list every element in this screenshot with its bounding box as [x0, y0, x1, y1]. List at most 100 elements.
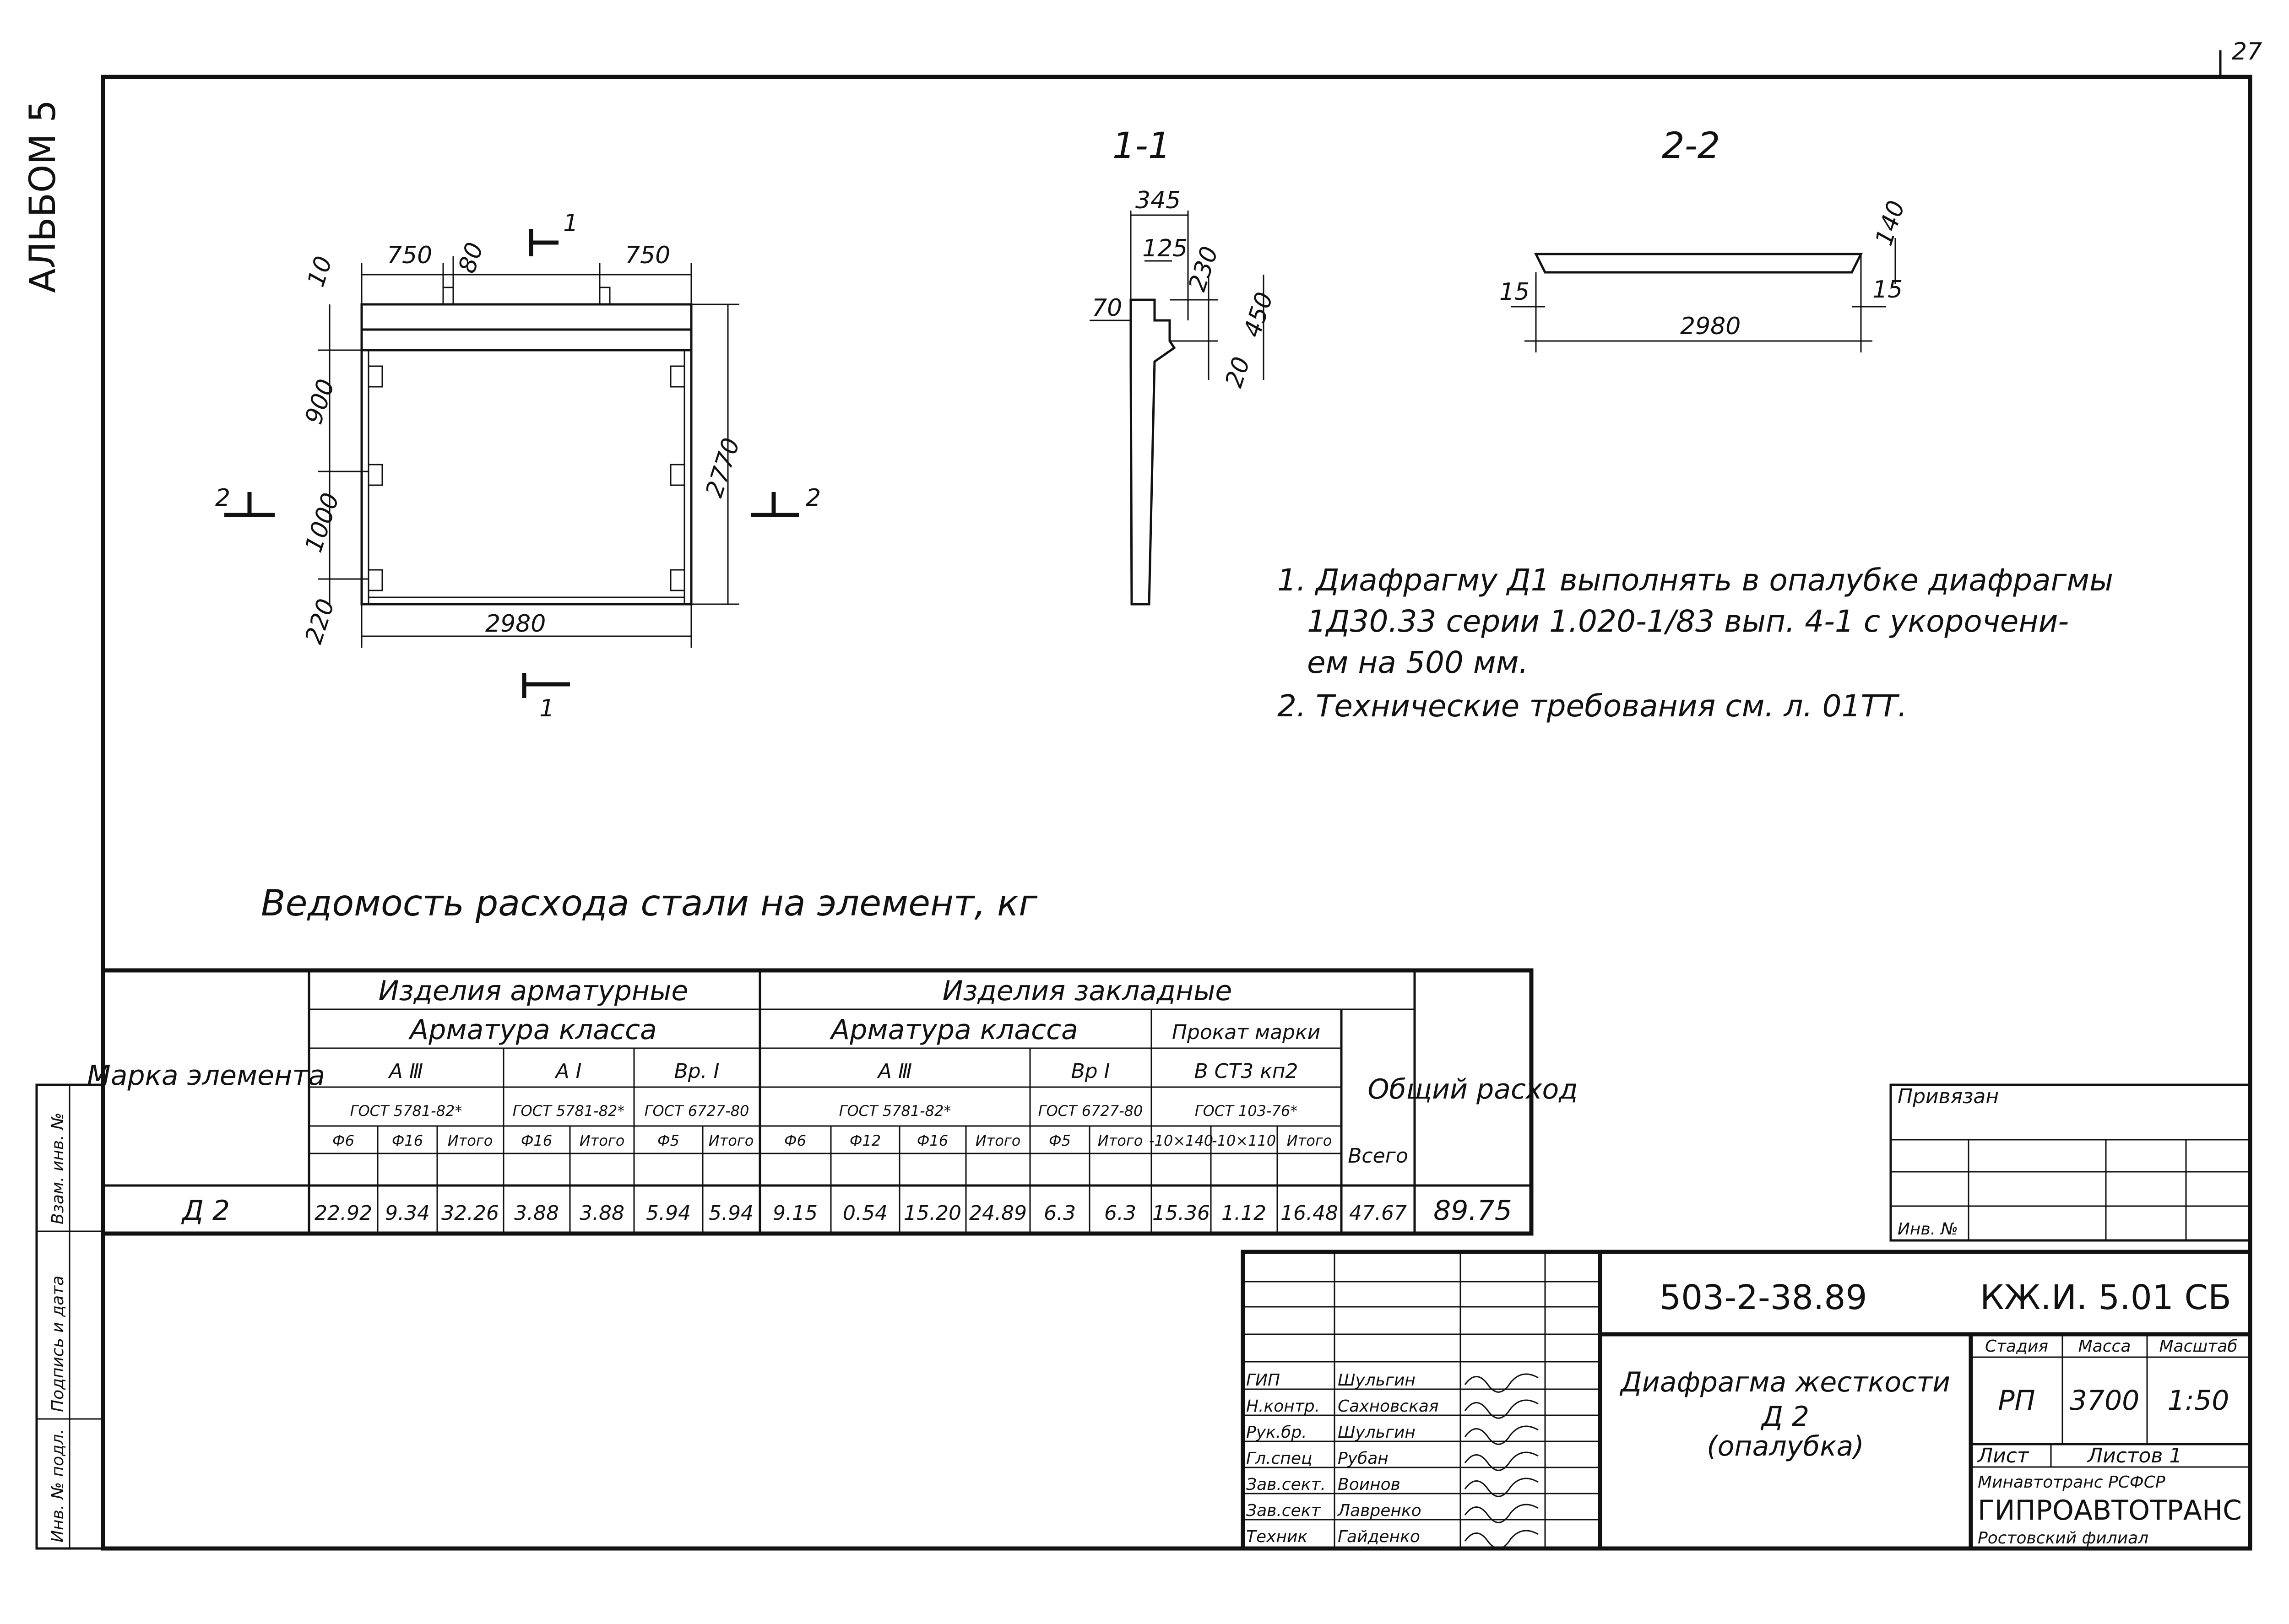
elevation-view: 750 80 750 10 900 1000 220 2770 2980 1 1…: [215, 210, 821, 722]
row-mark: Д 2: [181, 1195, 230, 1227]
dim-top-right: 750: [625, 242, 670, 269]
mass-label: Масса: [2078, 1337, 2131, 1356]
col-head: -10×140: [1149, 1132, 1213, 1149]
section-1-1: 1-1 345 125 230 450 20 70: [1090, 125, 1279, 606]
dim-top-left: 750: [387, 242, 432, 269]
section-1-1-title: 1-1: [1112, 125, 1171, 167]
row-value: 9.15: [773, 1202, 818, 1225]
hdr-a3-1: А Ⅲ: [388, 1060, 423, 1083]
binding-title: Привязан: [1898, 1085, 1999, 1108]
row-value: 3.88: [580, 1202, 624, 1225]
sheets-label: Листов 1: [2087, 1444, 2182, 1467]
dim-height: 2770: [700, 435, 745, 501]
notes: 1. Диафрагму Д1 выполнять в опалубке диа…: [1277, 563, 2113, 724]
person-name: Шульгин: [1338, 1423, 1416, 1442]
side-replace-inv: Взам. инв. №: [49, 1113, 67, 1224]
hdr-a3-2: А Ⅲ: [877, 1060, 912, 1083]
row-value: 0.54: [843, 1202, 888, 1225]
title-name-1: Диафрагма жесткости: [1619, 1366, 1950, 1398]
dim-left-middle: 1000: [300, 490, 345, 556]
steel-schedule: Ведомость расхода стали на элемент, кг М…: [87, 883, 1578, 1236]
person-role: Техник: [1246, 1527, 1307, 1546]
row-value: 5.94: [709, 1202, 754, 1225]
col-head: Итого: [1098, 1132, 1143, 1149]
hdr-group1: Изделия арматурные: [379, 975, 689, 1007]
note-line-4: 2. Технические требования см. л. 01ТТ.: [1277, 688, 1907, 724]
hdr-std-6: ГОСТ 103-76*: [1195, 1102, 1297, 1120]
hdr-rolled-grade: В СТ3 кп2: [1194, 1060, 1298, 1083]
stage-label: Стадия: [1985, 1337, 2048, 1356]
signature-mark: [1464, 1425, 1539, 1445]
title-sheet-code: КЖ.И. 5.01 СБ: [1980, 1278, 2231, 1317]
cut-2-right: [751, 492, 799, 517]
cut-1-top: [529, 229, 559, 256]
hdr-armature-1: Арматура класса: [408, 1014, 657, 1046]
col-head: Ф16: [521, 1132, 552, 1149]
person-role: ГИП: [1246, 1371, 1280, 1390]
binding-block: Привязан Инв. №: [1889, 1083, 2251, 1242]
signature-mark: [1464, 1504, 1539, 1523]
cut-2-left-label: 2: [215, 484, 230, 512]
hdr-std-4: ГОСТ 5781-82*: [839, 1102, 951, 1120]
signature-mark: [1464, 1373, 1539, 1393]
dim-left-upper: 900: [300, 376, 340, 428]
s11-dim-bottom: 20: [1220, 354, 1256, 391]
hdr-total: Всего: [1348, 1144, 1408, 1168]
col-head: Итого: [709, 1132, 754, 1149]
binding-frame: [1889, 1083, 2251, 1242]
person-role: Зав.сект: [1246, 1501, 1321, 1520]
signature-mark: [1464, 1530, 1539, 1549]
dim-top-mid: 80: [453, 239, 489, 276]
hdr-armature-2: Арматура класса: [829, 1014, 1078, 1046]
hdr-std-3: ГОСТ 6727-80: [645, 1102, 749, 1120]
row-value: 5.94: [646, 1202, 691, 1225]
s11-dim-v1: 230: [1183, 243, 1224, 295]
lifting-loop-right: [599, 287, 611, 305]
elevation-outline: [360, 303, 693, 606]
sheet-label: Лист: [1977, 1444, 2029, 1467]
col-head: Ф5: [657, 1132, 679, 1149]
row-value: 24.89: [969, 1202, 1027, 1225]
hdr-bp1-2: Вр I: [1071, 1060, 1110, 1083]
s11-dim-v2: 450: [1238, 289, 1279, 341]
signature-mark: [1464, 1451, 1539, 1471]
row-value: 15.20: [904, 1202, 961, 1225]
title-name-2: Д 2: [1760, 1401, 1809, 1433]
col-head: Ф16: [392, 1132, 423, 1149]
row-value: 6.3: [1044, 1202, 1076, 1225]
hdr-bp1-1: Вр. I: [674, 1060, 719, 1083]
s11-dim-left: 70: [1092, 294, 1122, 322]
table-frame: [101, 968, 1534, 1236]
lifting-loop-left: [442, 287, 454, 305]
hdr-std-2: ГОСТ 5781-82*: [513, 1102, 625, 1120]
title-code: 503-2-38.89: [1660, 1278, 1867, 1317]
embedded-plate-r1: [670, 365, 685, 388]
col-head: Ф6: [332, 1132, 354, 1149]
album-label: АЛЬБОМ 5: [22, 100, 64, 293]
embedded-plate-l3: [368, 569, 383, 591]
ministry: Минавтотранс РСФСР: [1978, 1473, 2165, 1492]
hdr-grand-total: Общий расход: [1367, 1073, 1578, 1105]
section-2-2-profile: [1534, 253, 1863, 274]
side-strip: Инв. № подл. Подпись и дата Взам. инв. №: [35, 1083, 104, 1550]
s11-dim-width: 345: [1135, 187, 1181, 214]
s22-dim-thickness: 140: [1870, 197, 1910, 249]
cut-1-bottom: [522, 673, 570, 698]
cut-1-bottom-label: 1: [539, 695, 554, 722]
row-value: 32.26: [441, 1202, 499, 1225]
hdr-group2: Изделия закладные: [943, 975, 1232, 1007]
dim-left-lower: 220: [300, 595, 340, 647]
row-value: 22.92: [315, 1202, 372, 1225]
row-value: 1.12: [1221, 1202, 1266, 1225]
cut-2-right-label: 2: [806, 484, 821, 512]
row-value: 3.88: [514, 1202, 559, 1225]
title-name-3: (опалубка): [1707, 1430, 1864, 1462]
person-role: Н.контр.: [1246, 1397, 1320, 1416]
hdr-mark: Марка элемента: [87, 1060, 325, 1092]
s22-dim-left: 15: [1499, 278, 1530, 306]
person-name: Шульгин: [1338, 1371, 1416, 1390]
section-2-2: 2-2 2980 15 15 140: [1499, 125, 1910, 352]
sheet-frame: [101, 75, 2252, 1551]
col-head: Итого: [580, 1132, 625, 1149]
